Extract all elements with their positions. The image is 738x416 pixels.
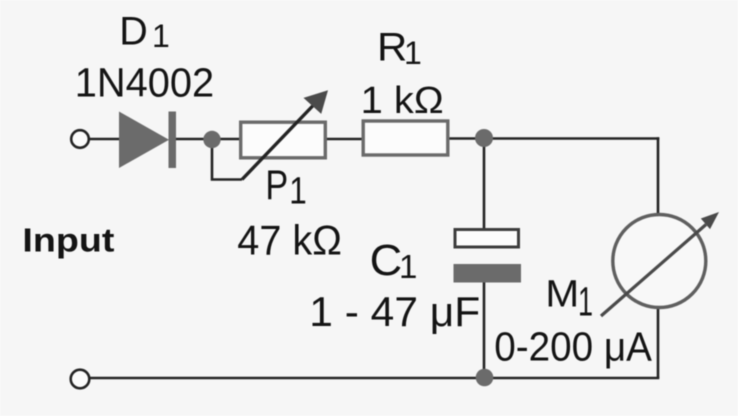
svg-text:P: P (265, 161, 288, 208)
svg-text:47 kΩ: 47 kΩ (237, 217, 342, 264)
svg-text:Input: Input (22, 222, 114, 259)
svg-text:R: R (377, 25, 407, 69)
svg-text:1: 1 (578, 279, 593, 325)
svg-text:1: 1 (399, 248, 417, 285)
svg-text:C: C (370, 236, 403, 285)
svg-text:1: 1 (152, 18, 170, 54)
svg-text:1N4002: 1N4002 (75, 60, 214, 106)
svg-text:1 kΩ: 1 kΩ (361, 80, 444, 122)
svg-text:1: 1 (289, 171, 307, 213)
svg-text:1: 1 (404, 35, 422, 71)
svg-text:D: D (119, 10, 148, 54)
svg-text:0-200 μA: 0-200 μA (494, 323, 652, 369)
svg-text:1 - 47 μF: 1 - 47 μF (309, 288, 480, 335)
svg-text:M: M (545, 273, 579, 315)
